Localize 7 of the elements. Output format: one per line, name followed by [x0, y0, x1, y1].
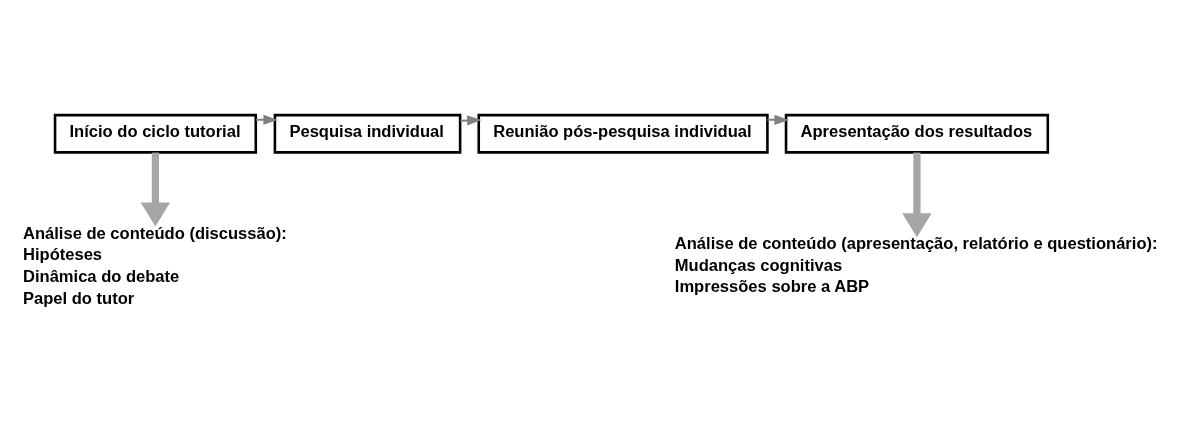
- arrow: [460, 114, 482, 126]
- node-box: Reunião pós-pesquisa individual: [477, 113, 769, 154]
- node-text: Análise de conteúdo (apresentação, relatório e questionário): Mudanças cognitivas Impressões sobre a ABP: [674, 233, 1158, 296]
- node-box: Apresentação dos resultados: [784, 113, 1050, 154]
- node-box: Início do ciclo tutorial: [53, 113, 258, 154]
- node-box: Pesquisa individual: [273, 113, 462, 154]
- node-text: Análise de conteúdo (discussão): Hipóteses Dinâmica do debate Papel do tutor: [22, 223, 287, 308]
